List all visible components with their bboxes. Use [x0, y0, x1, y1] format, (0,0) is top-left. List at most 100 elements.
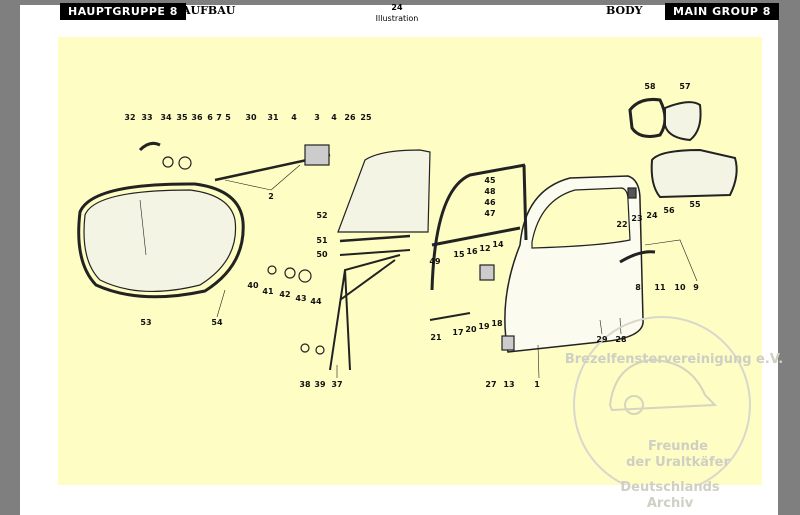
beetle-car-icon [608, 358, 718, 412]
part-label: 41 [262, 287, 274, 296]
part-label: 29 [596, 335, 608, 344]
part-label: 12 [479, 244, 491, 253]
part-label: 27 [485, 380, 497, 389]
part-label: 9 [693, 283, 699, 292]
part-label: 18 [491, 319, 503, 328]
part-label: 8 [635, 283, 641, 292]
part-label: 11 [654, 283, 666, 292]
part-label: 35 [176, 113, 188, 122]
washer [315, 345, 325, 355]
hinge [501, 335, 515, 351]
door-lock [304, 144, 330, 166]
part-label: 39 [314, 380, 326, 389]
watermark-line-1: Freunde [648, 439, 708, 454]
page-number: 24 [391, 3, 403, 12]
part-label: 16 [466, 247, 478, 256]
main-group-badge-en: MAIN GROUP 8 [665, 3, 779, 20]
part-label: 33 [141, 113, 153, 122]
part-label: 37 [331, 380, 343, 389]
part-label: 36 [191, 113, 203, 122]
part-label: 4 [331, 113, 337, 122]
striker-plate [479, 264, 495, 281]
part-label: 52 [316, 211, 328, 220]
bracket [627, 187, 637, 199]
leader-lines [139, 164, 698, 379]
part-label: 19 [478, 322, 490, 331]
part-label: 26 [344, 113, 356, 122]
window-regulator [329, 254, 401, 371]
screw [300, 343, 310, 353]
washer [284, 267, 296, 279]
spring [178, 156, 192, 170]
part-label: 7 [216, 113, 222, 122]
part-label: 54 [211, 318, 223, 327]
part-label: 3 [314, 113, 320, 122]
part-label: 44 [310, 297, 322, 306]
exploded-parts-illustration: Freunde der Uraltkäfer [58, 37, 762, 485]
part-label: 30 [245, 113, 257, 122]
part-label: 17 [452, 328, 464, 337]
part-label: 42 [279, 290, 291, 299]
watermark-line-4: Archiv [646, 496, 694, 511]
part-label: 51 [316, 236, 328, 245]
part-label: 23 [631, 214, 643, 223]
part-label: 31 [267, 113, 279, 122]
part-label: 32 [124, 113, 136, 122]
watermark-arc-text: Brezelfenstervereinigung e.V. [564, 352, 784, 367]
door-check-strap [429, 312, 471, 321]
part-label: 45 [484, 176, 496, 185]
lift-channel [339, 249, 411, 256]
window-seal [77, 182, 245, 299]
washer [267, 265, 277, 275]
part-label: 56 [663, 206, 675, 215]
watermark-line-3: Deutschlands [620, 480, 720, 495]
part-label: 15 [453, 250, 465, 259]
part-label: 49 [429, 257, 441, 266]
part-label: 22 [616, 220, 628, 229]
door-handle [619, 250, 656, 264]
watermark-seal [573, 316, 751, 485]
page-caption: Illustration [375, 14, 419, 23]
part-label: 1 [534, 380, 540, 389]
part-label: 2 [268, 192, 274, 201]
part-label: 58 [644, 82, 656, 91]
part-label: 10 [674, 283, 686, 292]
part-label: 34 [160, 113, 172, 122]
glass-channel [339, 234, 411, 243]
part-label: 57 [679, 82, 691, 91]
part-label: 48 [484, 187, 496, 196]
door-glass [337, 149, 431, 233]
window-channel-rear [522, 164, 528, 241]
section-title-en: BODY [606, 4, 643, 17]
washer [162, 156, 174, 168]
part-label: 43 [295, 294, 307, 303]
part-label: 25 [360, 113, 372, 122]
part-label: 46 [484, 198, 496, 207]
main-group-badge-de: HAUPTGRUPPE 8 [60, 3, 186, 20]
part-label: 47 [484, 209, 496, 218]
part-label: 40 [247, 281, 259, 290]
door-window-opening [531, 187, 631, 249]
part-label: 5 [225, 113, 231, 122]
weatherstrip [431, 226, 521, 247]
part-label: 53 [140, 318, 152, 327]
part-label: 24 [646, 211, 658, 220]
parts-drawing [77, 98, 738, 379]
watermark-line-2: der Uraltkäfer [626, 455, 730, 470]
part-label: 38 [299, 380, 311, 389]
part-label: 55 [689, 200, 701, 209]
part-label: 4 [291, 113, 297, 122]
part-label: 14 [492, 240, 504, 249]
part-label: 6 [207, 113, 213, 122]
part-label: 20 [465, 325, 477, 334]
section-title-de: AUFBAU [182, 4, 236, 17]
part-label: 13 [503, 380, 515, 389]
part-label: 28 [615, 335, 627, 344]
inner-handle [138, 141, 161, 152]
spring [298, 269, 312, 283]
window-channel [430, 163, 526, 291]
part-label: 50 [316, 250, 328, 259]
vent-window [650, 148, 738, 199]
vent-frame [664, 101, 702, 142]
part-label: 21 [430, 333, 442, 342]
